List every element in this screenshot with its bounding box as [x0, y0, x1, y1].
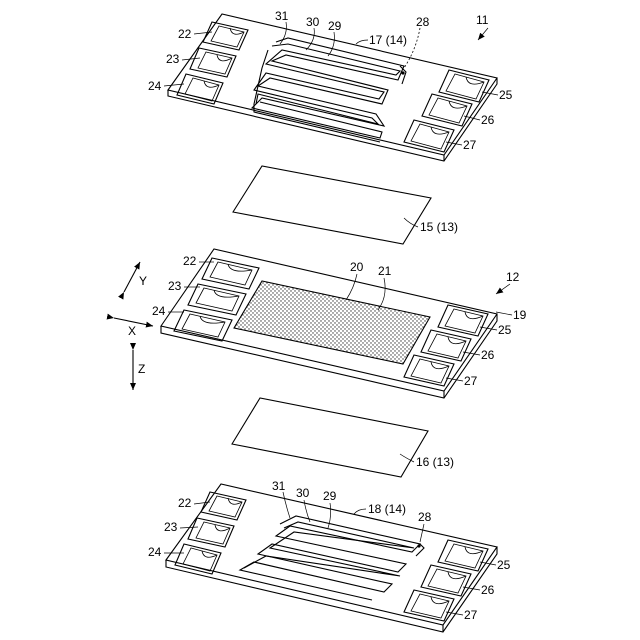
label-26-top: 26 [481, 113, 495, 127]
top-layer [168, 14, 497, 161]
label-22-bottom: 22 [178, 496, 192, 510]
label-22-mid: 22 [183, 254, 197, 268]
label-22-top: 22 [178, 27, 192, 41]
upper-sheet: 15 (13) [233, 166, 458, 244]
label-15-13: 15 (13) [420, 220, 458, 234]
middle-layer [161, 249, 497, 398]
label-29-bottom: 29 [323, 489, 337, 503]
label-29-top: 29 [328, 19, 342, 33]
label-27-bottom: 27 [464, 608, 478, 622]
label-26-mid: 26 [481, 348, 495, 362]
label-23-bottom: 23 [164, 520, 178, 534]
lower-sheet: 16 (13) [232, 398, 454, 477]
label-24-mid: 24 [152, 304, 166, 318]
bottom-layer [166, 484, 497, 632]
label-30-bottom: 30 [296, 486, 310, 500]
label-18-14: 18 (14) [368, 502, 406, 516]
label-25-top: 25 [499, 88, 513, 102]
axis-indicators: Y X Z [114, 262, 153, 390]
label-24-bottom: 24 [148, 545, 162, 559]
label-27-mid: 27 [464, 374, 478, 388]
label-30-top: 30 [306, 15, 320, 29]
label-23-mid: 23 [168, 279, 182, 293]
label-17-14: 17 (14) [369, 33, 407, 47]
axis-z-label: Z [138, 362, 145, 376]
label-12: 12 [506, 270, 520, 284]
axis-y-label: Y [139, 274, 147, 288]
label-24-top: 24 [148, 79, 162, 93]
label-27-top: 27 [463, 138, 477, 152]
label-16-13: 16 (13) [416, 455, 454, 469]
label-26-bottom: 26 [481, 583, 495, 597]
label-31-bottom: 31 [272, 479, 286, 493]
label-25-mid: 25 [498, 323, 512, 337]
label-31-top: 31 [275, 9, 289, 23]
label-21: 21 [378, 264, 392, 278]
label-28-bottom: 28 [418, 510, 432, 524]
label-19: 19 [513, 308, 527, 322]
label-20: 20 [350, 260, 364, 274]
label-28-top: 28 [416, 15, 430, 29]
label-25-bottom: 25 [497, 558, 511, 572]
axis-x-label: X [128, 324, 136, 338]
label-11: 11 [476, 13, 489, 27]
label-23-top: 23 [166, 52, 180, 66]
